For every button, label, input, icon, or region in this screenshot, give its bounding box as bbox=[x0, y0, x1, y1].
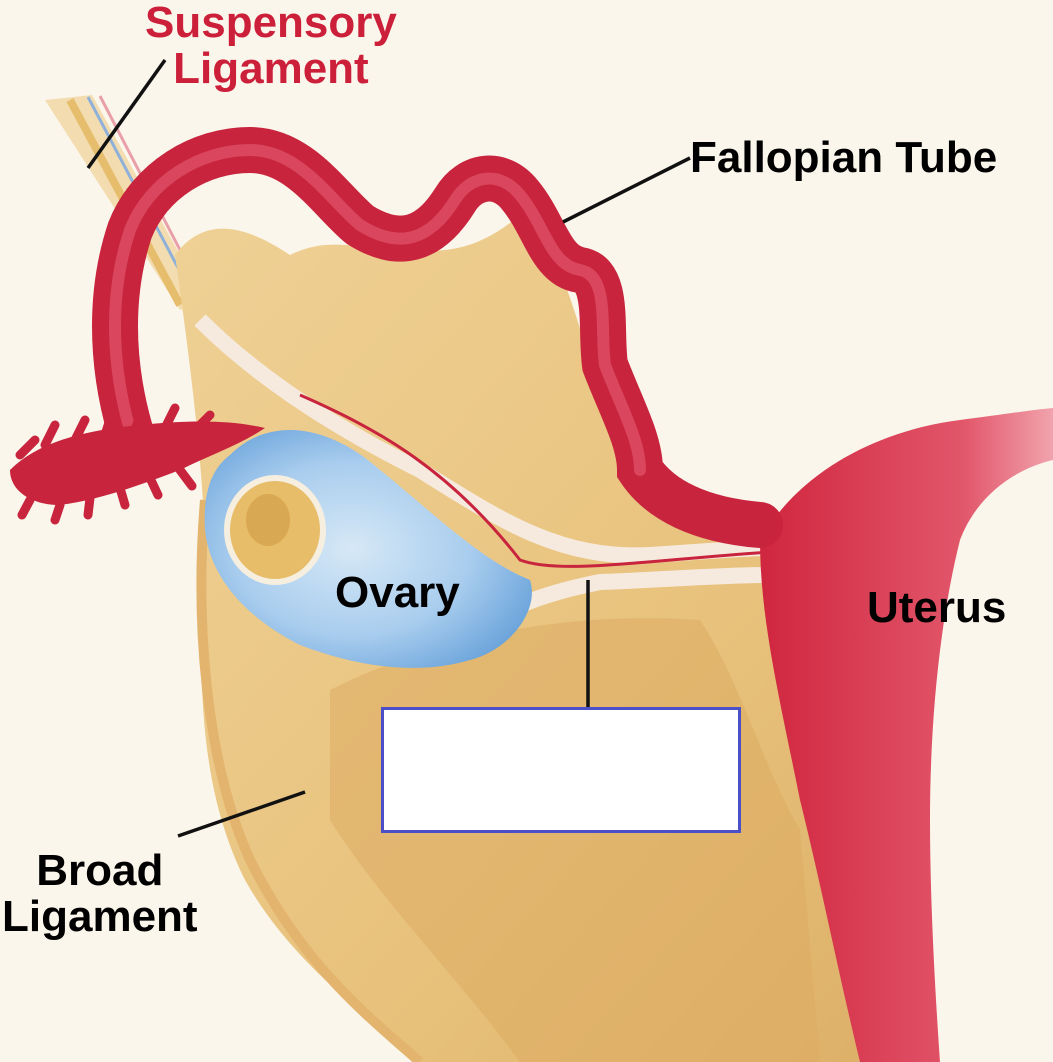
fallopian-tube-pointer bbox=[562, 156, 691, 224]
label-broad-ligament: Broad Ligament bbox=[2, 848, 198, 940]
ovarian-ligament bbox=[194, 314, 778, 618]
label-suspensory-line-1: Suspensory bbox=[145, 0, 397, 47]
answer-box[interactable] bbox=[381, 707, 741, 833]
broad-ligament-pointer bbox=[177, 790, 306, 838]
pointer-lines bbox=[86, 58, 691, 838]
label-broad-line-2: Ligament bbox=[2, 892, 198, 941]
label-suspensory-ligament: Suspensory Ligament bbox=[145, 0, 397, 92]
uterus-shape bbox=[760, 408, 1053, 1062]
label-broad-line-1: Broad bbox=[36, 846, 164, 895]
label-uterus: Uterus bbox=[867, 583, 1007, 632]
broad-ligament-edge bbox=[196, 499, 424, 1062]
fimbriae-shape bbox=[10, 403, 265, 525]
label-ovary: Ovary bbox=[335, 568, 460, 617]
label-suspensory-line-2: Ligament bbox=[173, 44, 369, 93]
suspensory-ligament-pointer bbox=[86, 58, 167, 170]
label-fallopian-tube: Fallopian Tube bbox=[690, 133, 998, 182]
